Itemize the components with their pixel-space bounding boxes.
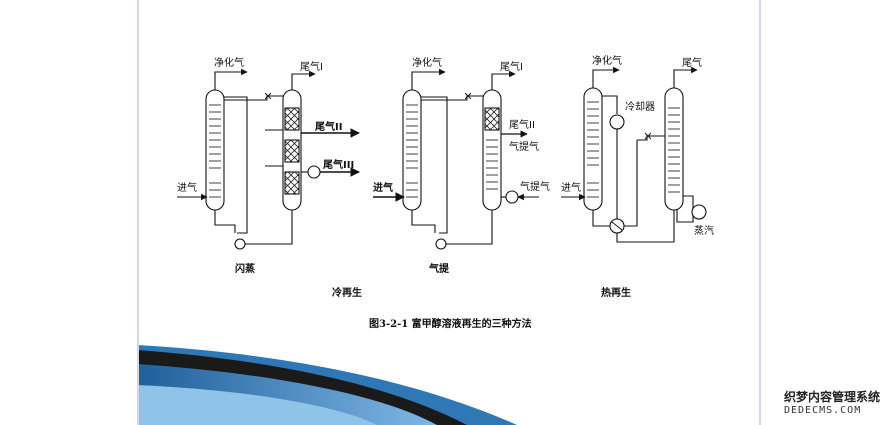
hot-absorber-column: [583, 87, 603, 211]
cold-regeneration-label: 冷再生: [332, 286, 362, 299]
strip-name-label: 气提: [428, 262, 450, 275]
hot-unit: [561, 66, 707, 243]
hot-steam-label: 蒸汽: [694, 224, 714, 237]
flash-labels: 净化气 尾气I 尾气II 尾气III 进气 闪蒸: [177, 56, 354, 275]
flash-feed-gas-label: 进气: [177, 181, 197, 194]
watermark-title: 织梦内容管理系统: [784, 390, 881, 404]
hot-cooler: [609, 114, 625, 130]
hot-labels: 净化气 尾气 冷却器 蒸汽 进气 热再生: [561, 54, 714, 299]
slide-left-border: [137, 0, 139, 425]
strip-pump: [435, 238, 447, 250]
flash-absorber-column: [205, 89, 225, 211]
strip-tail-gas-2-label: 尾气II: [509, 118, 535, 131]
strip-absorber-column: [402, 89, 422, 211]
flash-pump: [234, 238, 246, 250]
flash-tail-gas-2-label: 尾气II: [315, 120, 342, 133]
strip-clean-gas-label: 净化气: [412, 56, 442, 69]
flash-clean-gas-label: 净化气: [214, 56, 244, 69]
flash-tail-gas-3-label: 尾气III: [323, 158, 354, 171]
figure-caption: 图3-2-1 富甲醇溶液再生的三种方法: [369, 317, 532, 330]
stripping-unit: [373, 68, 539, 250]
flash-unit: [177, 68, 360, 250]
flash-tail-gas-1-label: 尾气I: [300, 60, 323, 73]
stripping-labels: 净化气 尾气I 尾气II 气提气 气提气 进气 气提 冷再生: [332, 56, 550, 299]
strip-blower: [505, 190, 519, 204]
slide: 净化气 尾气I 尾气II 尾气III 进气 闪蒸: [137, 0, 761, 425]
hot-feed-gas-label: 进气: [561, 181, 581, 194]
hot-tail-gas-label: 尾气: [682, 56, 702, 69]
hot-regeneration-label: 热再生: [601, 286, 631, 299]
hot-reboiler: [691, 204, 707, 220]
process-diagram: 净化气 尾气I 尾气II 尾气III 进气 闪蒸: [137, 54, 714, 425]
strip-gas-in-label: 气提气: [520, 180, 550, 193]
strip-gas-out-label: 气提气: [509, 140, 539, 153]
strip-feed-gas-label: 进气: [373, 181, 393, 194]
slide-right-border: [759, 0, 761, 425]
watermark-domain: DEDECMS.COM: [784, 405, 862, 416]
hot-clean-gas-label: 净化气: [592, 54, 622, 67]
strip-tail-gas-1-label: 尾气I: [500, 60, 523, 73]
flash-name-label: 闪蒸: [235, 262, 255, 275]
flash-compressor: [307, 165, 321, 179]
decorative-wave: [137, 345, 517, 425]
watermark: 织梦内容管理系统 DEDECMS.COM: [770, 386, 893, 425]
hot-cooler-label: 冷却器: [625, 100, 655, 113]
